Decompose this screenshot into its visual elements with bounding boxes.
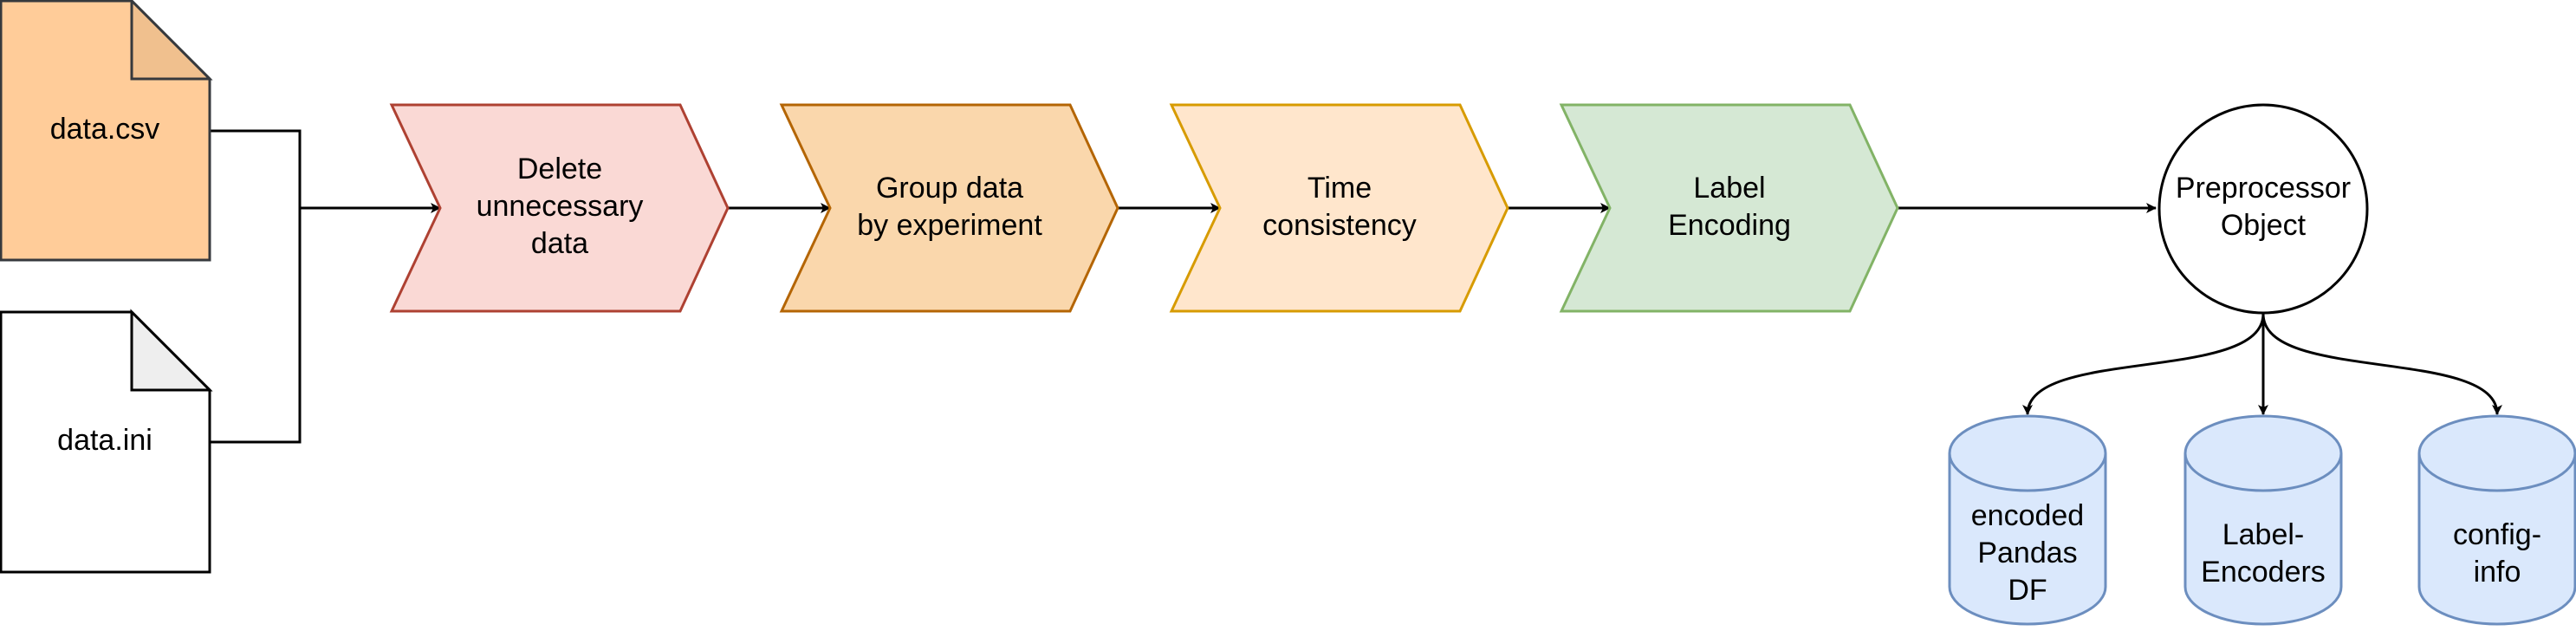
label-encoding-step-line-2: Encoding [1668,209,1791,242]
ini-document-fold [130,309,213,392]
config-info-cylinder [2417,453,2576,626]
encoded-df-cylinder-top [1948,414,2107,492]
process-step-time: Time consistency [1169,103,1509,313]
encoded-df-cylinder [1948,453,2107,626]
encoded-df-line-3: DF [2008,574,2047,607]
label-encoders-cylinder [2183,453,2343,626]
time-step-line-1: Time [1307,172,1372,205]
process-step-group: Group data by experiment [779,103,1119,313]
edges [210,129,2502,444]
delete-step-line-1: Delete [517,153,602,185]
config-info-line-2: info [2474,556,2521,589]
input-document-csv: data.csv [0,0,213,262]
input-document-ini: data.ini [0,309,213,574]
delete-step-line-2: unnecessary [477,190,644,223]
preprocessor-object-line-2: Object [2221,209,2307,242]
encoded-df-line-1: encoded [1971,499,2084,532]
config-info-cylinder-top [2417,414,2576,492]
time-step-shape [1169,103,1509,313]
output-database-label-encoders: Label- Encoders [2183,414,2343,626]
preprocessor-object-circle [2157,103,2369,315]
time-step-line-2: consistency [1262,209,1417,242]
csv-document-label: data.csv [50,113,160,146]
label-encoders-line-2: Encoders [2201,556,2326,589]
preprocessor-object: Preprocessor Object [2157,103,2369,315]
delete-step-shape [389,103,730,313]
group-step-shape [779,103,1119,313]
edge-object-to-db1 [2022,313,2265,415]
encoded-df-line-2: Pandas [1977,537,2077,569]
csv-document-fold [130,0,213,81]
label-encoders-cylinder-top [2183,414,2343,492]
label-encoding-step-line-1: Label [1693,172,1765,205]
label-encoders-line-1: Label- [2222,518,2305,551]
output-database-encoded-df: encoded Pandas DF [1948,414,2107,626]
edge-csv-to-junction [210,129,302,208]
delete-step-line-3: data [531,227,588,260]
edge-ini-to-junction [210,208,302,444]
label-encoding-step-shape [1559,103,1899,313]
process-step-label-encoding: Label Encoding [1559,103,1899,313]
ini-document-label: data.ini [57,424,152,457]
group-step-line-2: by experiment [857,209,1042,242]
output-database-config-info: config- info [2417,414,2576,626]
edge-object-to-db3 [2261,313,2502,415]
process-step-delete: Delete unnecessary data [389,103,730,313]
group-step-line-1: Group data [876,172,1023,205]
config-info-line-1: config- [2453,518,2541,551]
preprocessor-object-line-1: Preprocessor [2176,172,2351,205]
